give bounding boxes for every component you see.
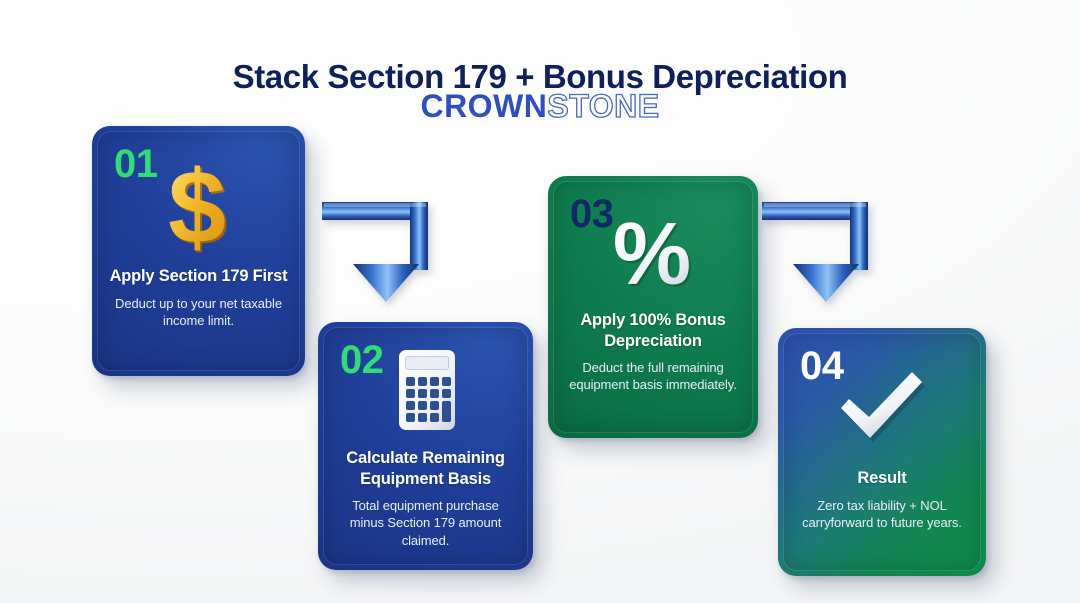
- step-body-03: Deduct the full remaining equipment basi…: [569, 360, 737, 393]
- logo-word-crown: CROWN: [420, 88, 548, 124]
- step-title-01: Apply Section 179 First: [109, 267, 288, 285]
- elbow-arrow-step1-to-step2: [316, 196, 448, 311]
- logo-word-stone: STONE: [547, 88, 660, 124]
- elbow-arrow-step3-to-step4: [756, 196, 888, 311]
- page-title: Stack Section 179 + Bonus Depreciation: [232, 58, 848, 96]
- step-card-03[interactable]: 03 % % Apply 100% Bonus Depreciation Ded…: [548, 176, 758, 438]
- step-card-02[interactable]: 02: [318, 322, 533, 570]
- percent-icon: % %: [564, 204, 742, 305]
- step-body-04: Zero tax liability + NOL carryforward to…: [802, 497, 962, 530]
- svg-text:$: $: [168, 154, 226, 260]
- step-number-04: 04: [800, 344, 844, 388]
- svg-text:%: %: [615, 206, 693, 302]
- svg-text:%: %: [613, 206, 691, 302]
- step-card-01[interactable]: 01 $ $: [92, 126, 305, 376]
- step-number-03: 03: [570, 192, 614, 236]
- checkmark-icon: [794, 364, 970, 448]
- step-title-04: Result: [857, 469, 907, 487]
- step-number-01: 01: [114, 142, 158, 186]
- brand-logo: CROWNSTONE: [0, 88, 1080, 124]
- calculator-icon: [334, 346, 517, 434]
- step-title-02: Calculate Remaining Equipment Basis: [346, 449, 505, 488]
- dollar-sign-icon: $ $: [108, 150, 289, 268]
- step-body-02: Total equipment purchase minus Section 1…: [349, 498, 502, 548]
- step-title-03: Apply 100% Bonus Depreciation: [580, 311, 726, 350]
- svg-text:$: $: [170, 154, 228, 260]
- step-card-04[interactable]: 04 Result Zero tax liability + NOL carry…: [778, 328, 986, 576]
- step-number-02: 02: [340, 338, 384, 382]
- step-body-01: Deduct up to your net taxable income lim…: [115, 295, 282, 328]
